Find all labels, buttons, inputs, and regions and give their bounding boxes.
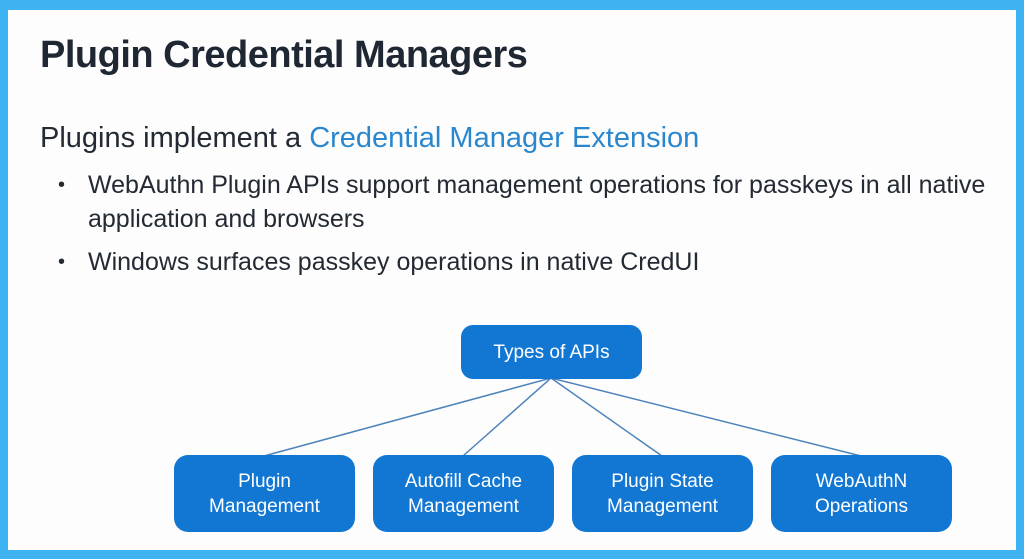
bullet-item: • WebAuthn Plugin APIs support managemen… <box>40 168 990 236</box>
connector-line <box>550 377 663 457</box>
diagram-node-webauthn-operations: WebAuthN Operations <box>771 455 952 532</box>
diagram-node-autofill-cache-management: Autofill Cache Management <box>373 455 554 532</box>
api-types-diagram: Types of APIs Plugin Management Autofill… <box>8 10 1016 550</box>
subtitle-prefix: Plugins implement a <box>40 122 310 154</box>
slide-subtitle: Plugins implement a Credential Manager E… <box>40 120 699 156</box>
connector-line <box>462 377 552 457</box>
diagram-node-plugin-state-management: Plugin State Management <box>572 455 753 532</box>
bullet-text: WebAuthn Plugin APIs support management … <box>88 171 986 233</box>
slide-canvas: Plugin Credential Managers Plugins imple… <box>8 10 1016 550</box>
diagram-node-types-of-apis: Types of APIs <box>461 325 642 379</box>
bullet-marker: • <box>58 174 66 196</box>
bullet-item: • Windows surfaces passkey operations in… <box>40 245 990 279</box>
connector-line <box>263 377 552 457</box>
diagram-node-plugin-management: Plugin Management <box>174 455 355 532</box>
subtitle-highlight: Credential Manager Extension <box>309 122 700 154</box>
bullet-marker: • <box>58 251 66 273</box>
slide-title: Plugin Credential Managers <box>40 34 528 76</box>
bullet-list: • WebAuthn Plugin APIs support managemen… <box>40 168 990 288</box>
bullet-text: Windows surfaces passkey operations in n… <box>88 248 700 276</box>
connector-line <box>550 377 862 457</box>
